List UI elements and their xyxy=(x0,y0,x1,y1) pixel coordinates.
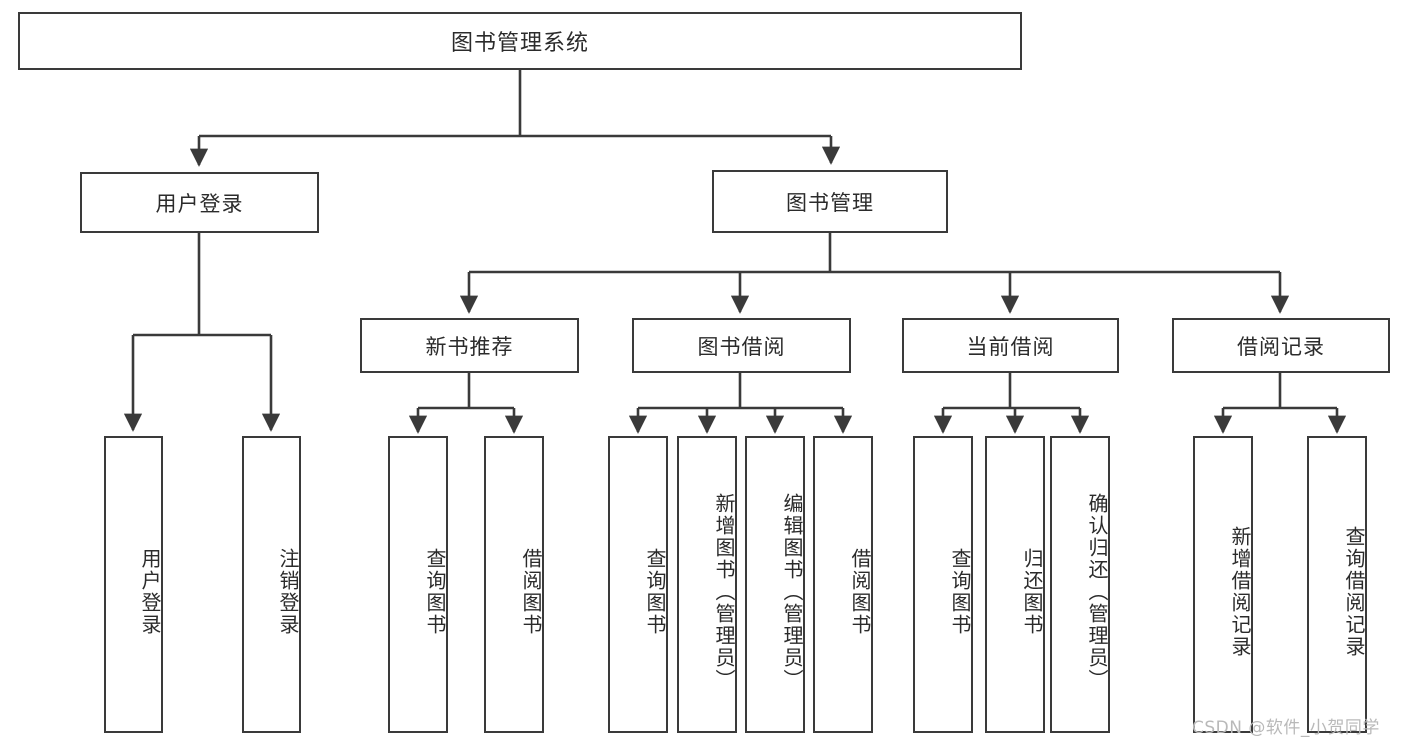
leaf-return-book[interactable]: 归还图书 xyxy=(985,436,1045,733)
leaf-logout[interactable]: 注销登录 xyxy=(242,436,301,733)
node-label: 图书管理 xyxy=(786,190,874,215)
node-label: 编辑图书（管理员） xyxy=(780,492,804,691)
leaf-borrow-book-1[interactable]: 借阅图书 xyxy=(484,436,544,733)
leaf-add-record[interactable]: 新增借阅记录 xyxy=(1193,436,1253,733)
node-new-book-recommend[interactable]: 新书推荐 xyxy=(360,318,579,373)
leaf-query-record[interactable]: 查询借阅记录 xyxy=(1307,436,1367,733)
node-label: 图书借阅 xyxy=(697,334,786,359)
node-root-book-management-system[interactable]: 图书管理系统 xyxy=(18,12,1022,70)
node-label: 查询图书 xyxy=(643,547,667,636)
node-label: 借阅记录 xyxy=(1237,334,1325,359)
node-label: 查询图书 xyxy=(948,547,972,636)
leaf-borrow-book-2[interactable]: 借阅图书 xyxy=(813,436,873,733)
leaf-query-book-2[interactable]: 查询图书 xyxy=(608,436,668,733)
node-label: 新增借阅记录 xyxy=(1228,525,1252,658)
node-label: 借阅图书 xyxy=(519,547,543,636)
node-label: 归还图书 xyxy=(1020,547,1044,636)
leaf-query-book-1[interactable]: 查询图书 xyxy=(388,436,448,733)
node-borrow-record[interactable]: 借阅记录 xyxy=(1172,318,1390,373)
node-label: 用户登录 xyxy=(138,547,162,636)
node-label: 查询图书 xyxy=(423,547,447,636)
node-label: 确认归还（管理员） xyxy=(1085,492,1109,691)
leaf-edit-book[interactable]: 编辑图书（管理员） xyxy=(745,436,805,733)
leaf-add-book[interactable]: 新增图书（管理员） xyxy=(677,436,737,733)
node-label: 注销登录 xyxy=(276,547,300,636)
node-label: 新书推荐 xyxy=(425,334,514,359)
node-label: 当前借阅 xyxy=(966,334,1055,359)
node-label: 查询借阅记录 xyxy=(1342,525,1366,658)
watermark-credit: CSDN @软件_小贺同学 xyxy=(1192,718,1380,738)
node-book-borrow[interactable]: 图书借阅 xyxy=(632,318,851,373)
node-current-borrow[interactable]: 当前借阅 xyxy=(902,318,1119,373)
node-user-login[interactable]: 用户登录 xyxy=(80,172,319,233)
node-label: 图书管理系统 xyxy=(450,31,589,56)
leaf-confirm-return[interactable]: 确认归还（管理员） xyxy=(1050,436,1110,733)
leaf-user-login[interactable]: 用户登录 xyxy=(104,436,163,733)
node-label: 用户登录 xyxy=(155,191,244,216)
leaf-query-book-3[interactable]: 查询图书 xyxy=(913,436,973,733)
node-label: 新增图书（管理员） xyxy=(712,492,736,691)
node-book-manage[interactable]: 图书管理 xyxy=(712,170,948,233)
node-label: 借阅图书 xyxy=(848,547,872,636)
